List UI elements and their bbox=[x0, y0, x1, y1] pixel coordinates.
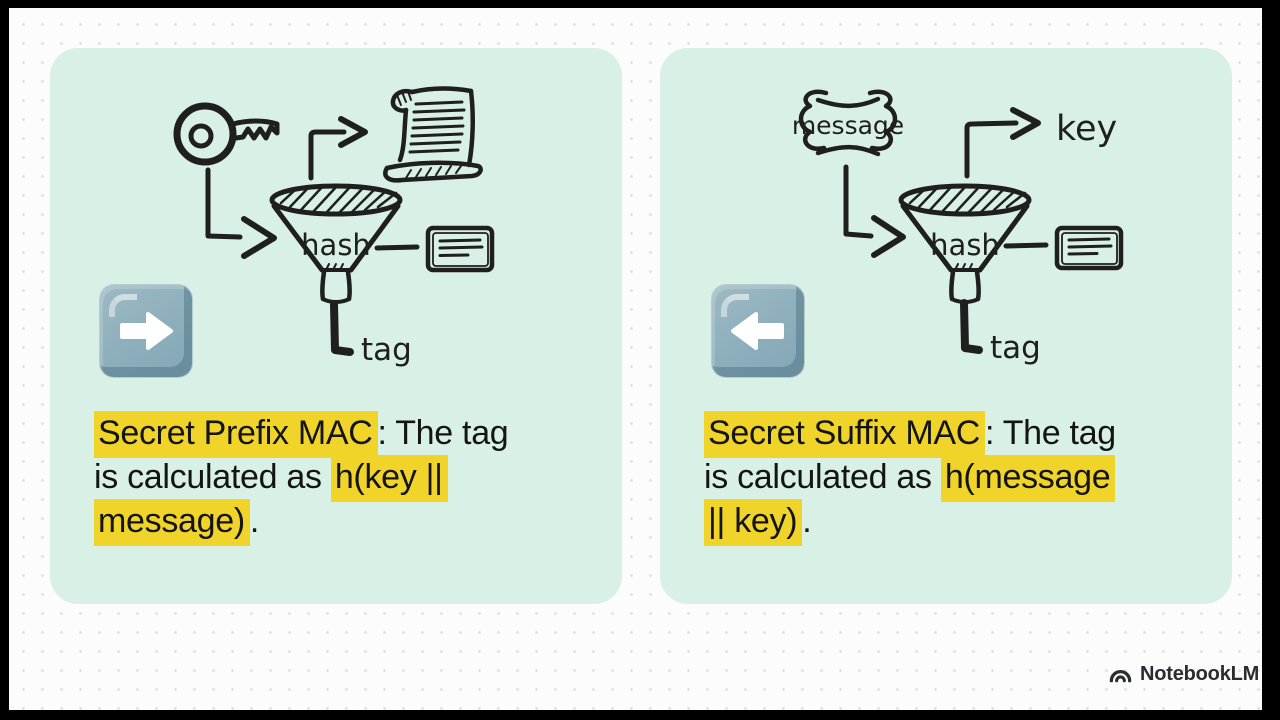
caption-highlight: Secret Prefix MAC bbox=[94, 411, 378, 458]
caption-text: is calculated as bbox=[704, 458, 941, 496]
caption-line: is calculated as h(key || bbox=[94, 455, 594, 502]
letterbox-left bbox=[0, 0, 9, 720]
hash-label: hash bbox=[301, 228, 371, 262]
caption-highlight: h(key || bbox=[330, 455, 448, 502]
funnel-collar-hatching bbox=[325, 263, 344, 271]
key-label: key bbox=[1056, 109, 1117, 149]
scroll-text-lines bbox=[408, 100, 466, 154]
arrow-key-to-hash bbox=[205, 167, 277, 259]
note-icon bbox=[1054, 225, 1124, 271]
prefix-mac-caption: Secret Prefix MAC: The tag is calculated… bbox=[94, 411, 594, 546]
card-secret-suffix-mac: message bbox=[660, 48, 1232, 604]
caption-highlight: || key) bbox=[704, 499, 803, 546]
tag-connector bbox=[330, 300, 354, 356]
arrow-hash-to-message bbox=[308, 116, 368, 181]
note-text-lines bbox=[1067, 237, 1113, 256]
prefix-mac-diagram: hash bbox=[173, 86, 495, 368]
caption-highlight: h(message bbox=[940, 455, 1116, 502]
caption-line: Secret Suffix MAC: The tag bbox=[704, 411, 1204, 458]
caption-line: Secret Prefix MAC: The tag bbox=[94, 411, 594, 458]
key-icon bbox=[173, 102, 280, 166]
left-arrow-keycap bbox=[712, 285, 804, 377]
slide-background: hash bbox=[9, 8, 1262, 710]
note-text-lines bbox=[438, 238, 484, 257]
caption-highlight: Secret Suffix MAC bbox=[704, 411, 986, 458]
note-icon bbox=[425, 225, 495, 273]
hash-label: hash bbox=[930, 228, 1000, 262]
scroll-document-icon bbox=[383, 86, 483, 183]
caption-text: is calculated as bbox=[94, 458, 331, 496]
card-secret-prefix-mac: hash bbox=[50, 48, 622, 604]
caption-text: : The tag bbox=[377, 414, 509, 452]
watermark-brand-text: NotebookLM bbox=[1140, 662, 1260, 685]
right-arrow-icon bbox=[120, 312, 173, 350]
funnel-hatching bbox=[279, 184, 398, 215]
letterbox-bottom bbox=[0, 710, 1280, 720]
message-label: message bbox=[792, 111, 904, 140]
keycap-shine bbox=[721, 294, 749, 317]
funnel-hatching bbox=[908, 184, 1027, 215]
tag-label: tag bbox=[990, 330, 1041, 366]
caption-highlight: message) bbox=[94, 499, 250, 546]
arrow-hash-to-key bbox=[964, 107, 1041, 179]
funnel-icon bbox=[898, 183, 1032, 304]
caption-line: is calculated as h(message bbox=[704, 455, 1204, 502]
caption-line: message). bbox=[94, 499, 594, 546]
notebooklm-watermark: NotebookLM bbox=[1108, 659, 1259, 689]
suffix-mac-diagram: message bbox=[792, 89, 1124, 366]
caption-text: . bbox=[802, 502, 812, 540]
notebooklm-arcs-icon bbox=[1109, 669, 1132, 682]
arrow-message-to-hash bbox=[843, 164, 906, 258]
suffix-mac-caption: Secret Suffix MAC: The tag is calculated… bbox=[704, 411, 1204, 546]
caption-text: : The tag bbox=[985, 414, 1116, 452]
scroll-base-hatching bbox=[405, 165, 462, 179]
tag-connector bbox=[960, 299, 983, 354]
scroll-curl-hatching bbox=[396, 90, 412, 106]
tag-label: tag bbox=[361, 332, 412, 368]
message-scroll-icon bbox=[798, 89, 898, 157]
connector-hash-to-note bbox=[374, 244, 420, 251]
keycap-shine bbox=[109, 294, 137, 317]
letterbox-right bbox=[1262, 0, 1280, 720]
right-arrow-keycap bbox=[100, 285, 192, 377]
letterbox-top bbox=[0, 0, 1280, 8]
caption-text: . bbox=[249, 502, 260, 540]
funnel-collar-hatching bbox=[954, 263, 973, 271]
caption-line: || key). bbox=[704, 499, 1204, 546]
connector-hash-to-note bbox=[1003, 242, 1049, 249]
left-arrow-icon bbox=[731, 312, 784, 350]
